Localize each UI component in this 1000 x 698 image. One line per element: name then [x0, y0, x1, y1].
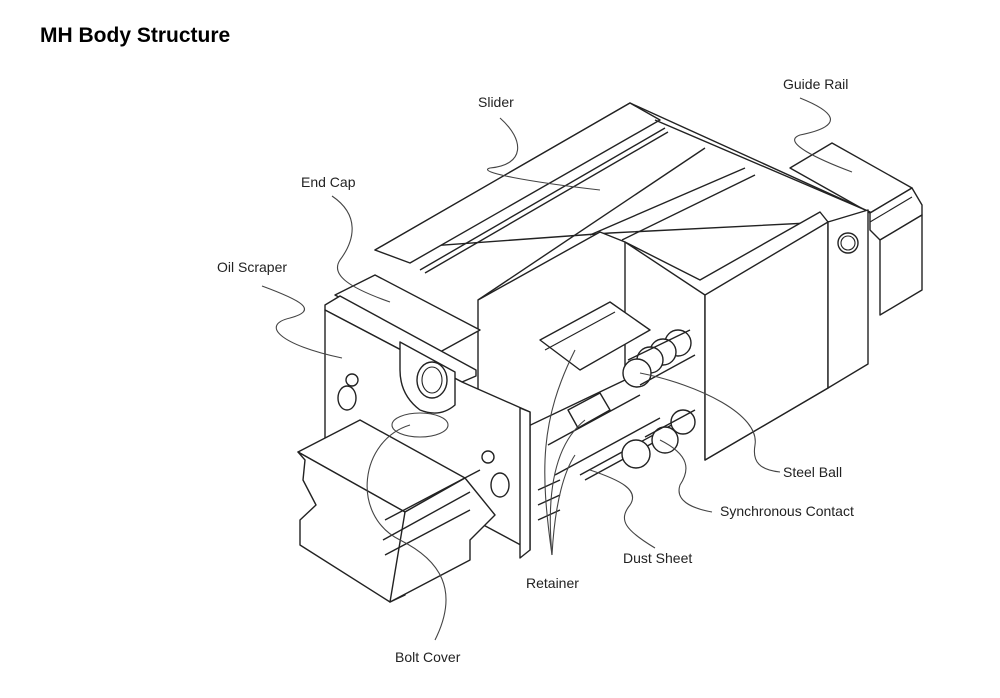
label-end-cap: End Cap — [301, 174, 356, 190]
leader-oil-scraper — [261, 285, 343, 359]
slider-body — [374, 102, 871, 461]
leader-sync-contact — [659, 439, 713, 513]
leader-retainer-2 — [549, 419, 586, 556]
leader-slider — [487, 117, 601, 191]
steel-balls — [621, 329, 696, 469]
diagram-title: MH Body Structure — [40, 24, 231, 47]
label-slider: Slider — [478, 94, 514, 110]
leader-retainer-3 — [551, 454, 576, 556]
leader-steel-ball — [639, 372, 781, 473]
leader-bolt-cover — [366, 424, 447, 641]
oil-scraper-plate — [324, 309, 531, 559]
label-oil-scraper: Oil Scraper — [217, 259, 288, 275]
label-guide-rail: Guide Rail — [783, 76, 849, 92]
label-retainer: Retainer — [526, 575, 579, 591]
label-synchronous-contact: Synchronous Contact — [720, 503, 854, 519]
leader-retainer-1 — [544, 349, 576, 556]
guide-rail — [789, 142, 923, 316]
leader-end-cap — [331, 195, 391, 303]
end-cap — [324, 274, 481, 383]
bolt-cover-outline — [391, 412, 449, 438]
label-bolt-cover: Bolt Cover — [395, 649, 461, 665]
leader-dust-sheet — [589, 469, 656, 549]
leader-guide-rail — [794, 97, 853, 173]
label-steel-ball: Steel Ball — [783, 464, 843, 480]
label-dust-sheet: Dust Sheet — [623, 550, 693, 566]
rail-front-section — [297, 419, 496, 603]
